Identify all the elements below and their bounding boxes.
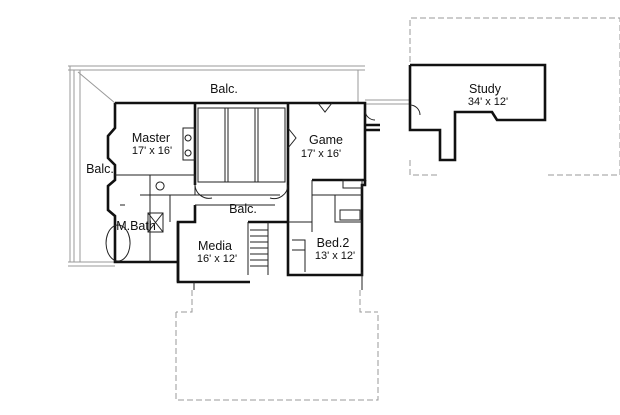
master-size: 17' x 16' bbox=[132, 145, 172, 157]
bed2-size: 13' x 12' bbox=[315, 250, 355, 262]
study-size: 34' x 12' bbox=[468, 96, 508, 108]
exterior-walls bbox=[106, 101, 380, 284]
bed2-label: Bed.2 bbox=[317, 236, 350, 250]
game-label: Game bbox=[309, 133, 343, 147]
study-walls bbox=[408, 63, 547, 162]
media-label: Media bbox=[198, 239, 232, 253]
mbath-label: M.Bath bbox=[116, 219, 156, 233]
balc-center-label: Balc. bbox=[229, 202, 257, 216]
study-roof-outline bbox=[409, 17, 620, 176]
media-size: 16' x 12' bbox=[197, 253, 237, 265]
game-size: 17' x 16' bbox=[301, 148, 341, 160]
interior-details bbox=[105, 102, 421, 290]
balcony-rail bbox=[68, 65, 410, 267]
study-label: Study bbox=[469, 82, 502, 96]
driveway-outline bbox=[175, 290, 379, 401]
balc-left-label: Balc. bbox=[86, 162, 114, 176]
master-label: Master bbox=[132, 131, 170, 145]
balc-top-label: Balc. bbox=[210, 82, 238, 96]
